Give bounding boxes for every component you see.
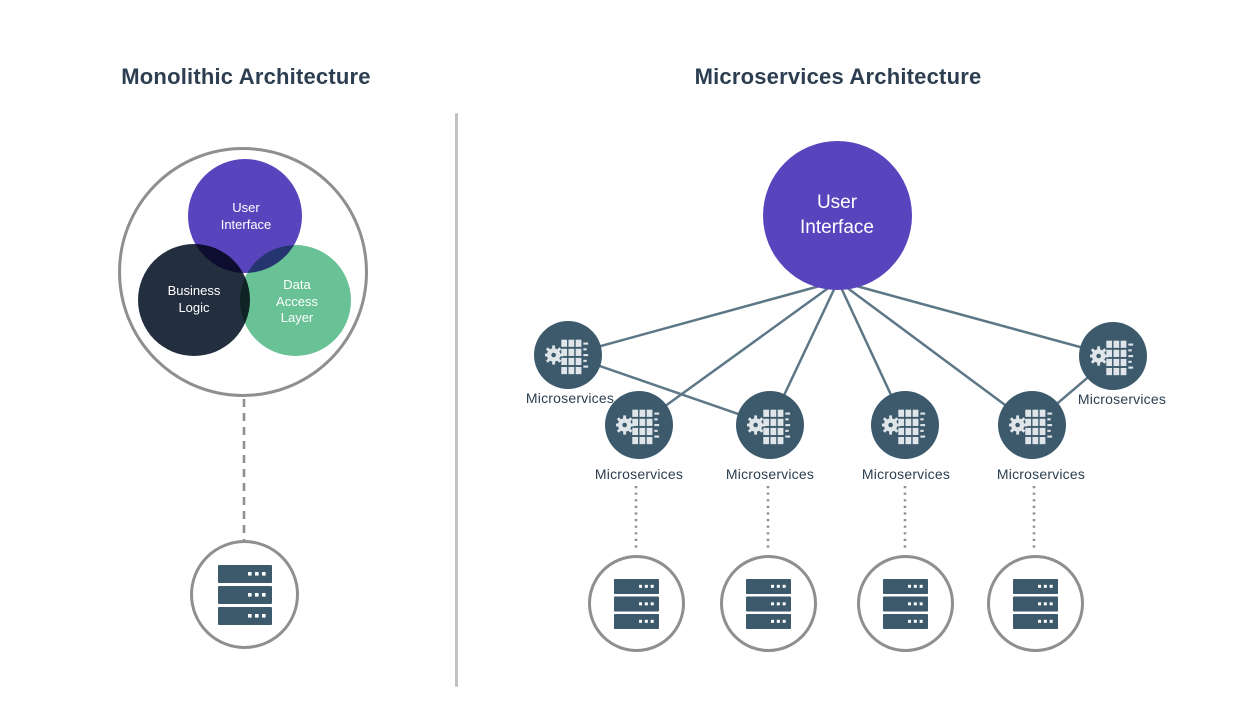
server-stack-icon: [218, 565, 272, 625]
database-node: [987, 555, 1084, 652]
data-access-label: Data Access Layer: [276, 277, 318, 325]
microservice-label: Microservices: [1077, 391, 1167, 407]
gear-server-icon: [545, 332, 591, 378]
microservice-label: Microservices: [525, 390, 615, 406]
microservice-node: [736, 391, 804, 459]
database-node: [857, 555, 954, 652]
microservice-label: Microservices: [861, 466, 951, 482]
microservice-node: [998, 391, 1066, 459]
microservice-label: Microservices: [725, 466, 815, 482]
server-stack-icon: [1013, 579, 1058, 629]
user-interface-label: User Interface: [220, 200, 272, 232]
server-stack-icon: [746, 579, 791, 629]
connection-line: [567, 353, 771, 427]
gear-server-icon: [1090, 333, 1136, 379]
database-node: [190, 540, 299, 649]
database-node: [588, 555, 685, 652]
microservice-node: [534, 321, 602, 389]
microservice-node: [871, 391, 939, 459]
panel-divider: [455, 113, 458, 687]
connection-line: [638, 279, 839, 427]
microservice-label: Microservices: [594, 466, 684, 482]
database-node: [720, 555, 817, 652]
connection-line: [567, 279, 839, 357]
server-stack-icon: [614, 579, 659, 629]
connection-line: [837, 279, 1114, 358]
user-interface-node-label: User Interface: [800, 192, 874, 238]
user-interface-node: [763, 141, 912, 290]
gear-server-icon: [1009, 402, 1055, 448]
gear-server-icon: [747, 402, 793, 448]
monolithic-title: Monolithic Architecture: [121, 64, 371, 89]
server-stack-icon: [883, 579, 928, 629]
microservices-title: Microservices Architecture: [694, 64, 982, 89]
gear-server-icon: [616, 402, 662, 448]
business-logic-label: Business Logic: [167, 283, 221, 315]
microservice-node: [605, 391, 673, 459]
microservice-node: [1079, 322, 1147, 390]
monolith-boundary-circle: [118, 147, 368, 397]
gear-server-icon: [882, 402, 928, 448]
connection-line: [837, 279, 1033, 427]
microservice-label: Microservices: [996, 466, 1086, 482]
